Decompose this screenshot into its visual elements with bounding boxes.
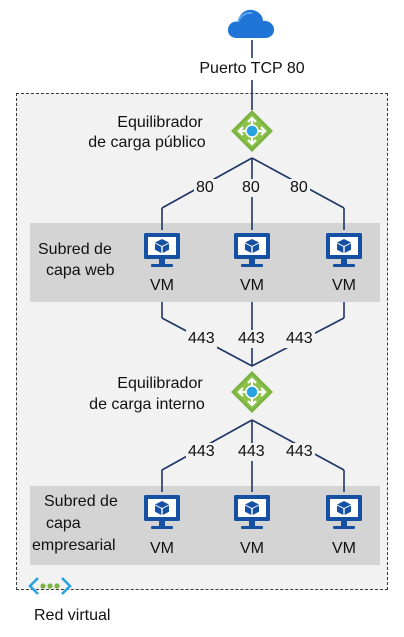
- business-subnet-label-line3: empresarial: [32, 537, 116, 554]
- business-subnet-label-line2: capa: [46, 515, 81, 532]
- internal-lb-port-label: 443: [284, 443, 315, 461]
- web-vm-icon: [234, 233, 270, 267]
- web-vm-icon: [144, 233, 180, 267]
- business-tier-subnet: [30, 486, 380, 565]
- business-vm-icon: [326, 495, 362, 529]
- public-load-balancer-icon: [231, 110, 273, 152]
- virtual-network-label: Red virtual: [34, 607, 111, 624]
- web-vm-label: VM: [332, 277, 356, 294]
- public-lb-label-line1: Equilibrador: [117, 114, 203, 131]
- public-lb-port-label: 80: [240, 179, 262, 197]
- internal-lb-port-label: 443: [236, 443, 267, 461]
- business-vm-icon: [234, 495, 270, 529]
- web-vm-label: VM: [150, 277, 174, 294]
- cloud-icon: [227, 9, 275, 39]
- web-vm-icon: [326, 233, 362, 267]
- business-vm-label: VM: [150, 540, 174, 557]
- web-subnet-label-line1: Subred de: [38, 241, 112, 258]
- web-tier-subnet: [30, 223, 380, 302]
- web-subnet-label-line2: capa web: [46, 262, 115, 279]
- internal-load-balancer-icon: [231, 371, 273, 413]
- internal-lb-label-line2: de carga interno: [89, 396, 205, 413]
- virtual-network-icon: [28, 577, 72, 595]
- business-vm-label: VM: [332, 540, 356, 557]
- web-vm-label: VM: [240, 277, 264, 294]
- business-vm-icon: [144, 495, 180, 529]
- web-to-internal-port-label: 443: [284, 330, 315, 348]
- public-lb-port-label: 80: [288, 179, 310, 197]
- business-subnet-label-line1: Subred de: [44, 493, 118, 510]
- public-lb-label-line2: de carga público: [88, 134, 206, 151]
- web-to-internal-port-label: 443: [186, 330, 217, 348]
- business-vm-label: VM: [240, 540, 264, 557]
- internal-lb-port-label: 443: [186, 443, 217, 461]
- web-to-internal-port-label: 443: [236, 330, 267, 348]
- internal-lb-label-line1: Equilibrador: [117, 375, 203, 392]
- public-lb-port-label: 80: [194, 179, 216, 197]
- tcp-port-label: Puerto TCP 80: [199, 60, 305, 77]
